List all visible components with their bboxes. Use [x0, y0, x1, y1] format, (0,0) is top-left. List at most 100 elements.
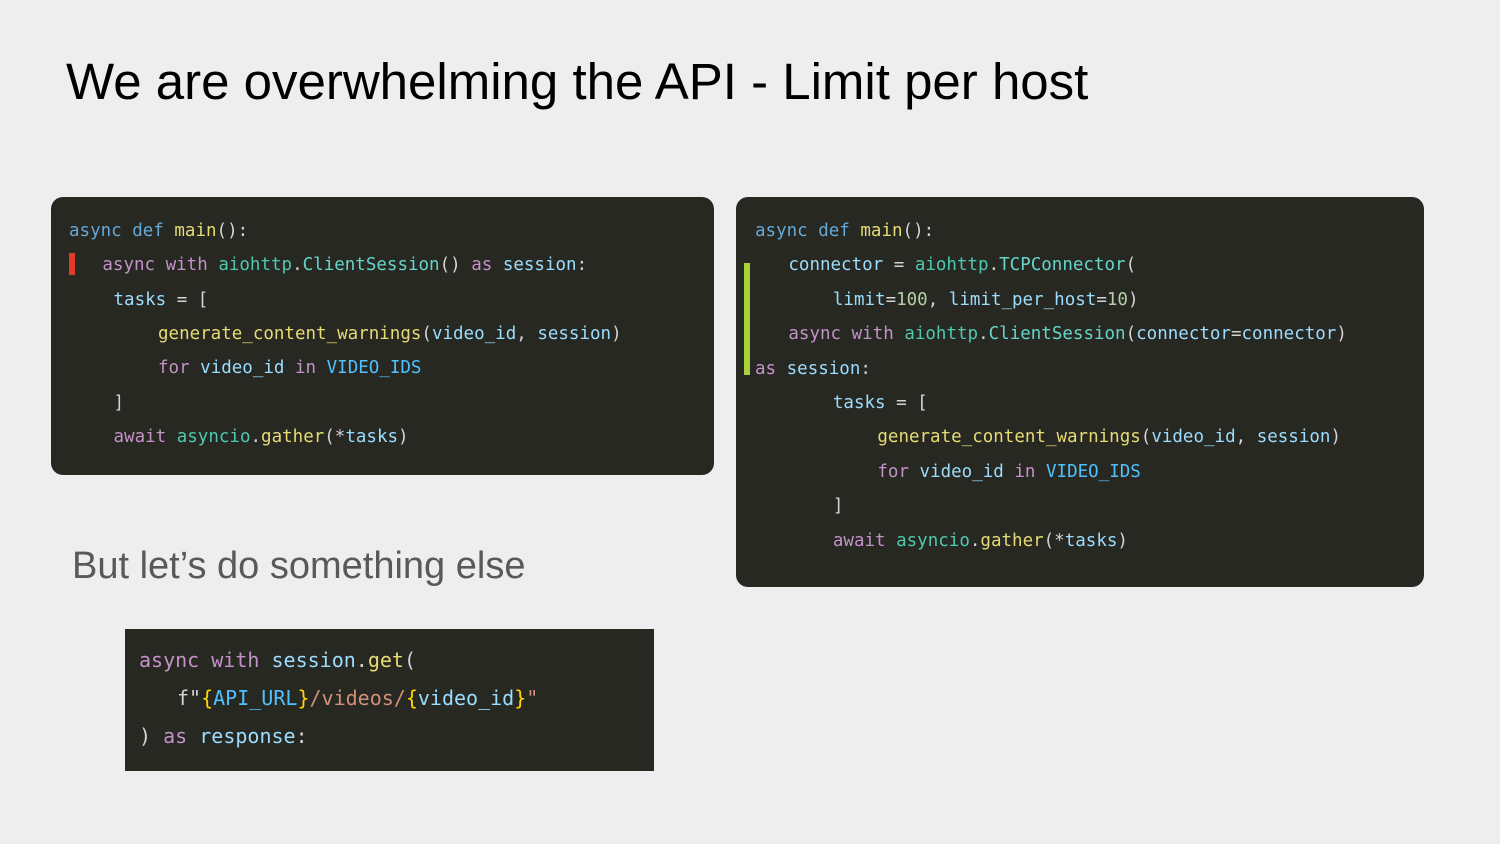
code-line: async def main():: [755, 214, 934, 248]
code-token: .: [969, 530, 981, 551]
code-token: ): [611, 323, 622, 344]
code-token: main: [174, 221, 217, 241]
code-token: ]: [113, 392, 125, 413]
subtitle: But let’s do something else: [72, 545, 526, 587]
code-token: ,: [1235, 427, 1257, 448]
code-token: [850, 221, 861, 241]
code-token: TCPConnector: [999, 255, 1126, 276]
code-token: }: [514, 685, 527, 710]
code-token: {: [201, 685, 214, 710]
code-token: ClientSession: [988, 324, 1126, 345]
code-line: generate_content_warnings(video_id, sess…: [877, 420, 1341, 454]
code-token: generate_content_warnings: [158, 323, 422, 344]
code-token: ,: [927, 289, 949, 310]
code-token: .: [250, 426, 262, 447]
code-line: connector = aiohttp.TCPConnector(: [788, 248, 1136, 282]
code-token: [155, 255, 166, 275]
code-token: :: [860, 358, 871, 379]
code-token: =: [883, 255, 915, 276]
code-token: (: [1140, 427, 1152, 448]
code-token: (: [1125, 255, 1137, 276]
code-token: f": [177, 685, 202, 710]
code-token: = [: [885, 393, 928, 413]
code-line: await asyncio.gather(*tasks): [833, 524, 1128, 558]
code-token: VIDEO_IDS: [1046, 461, 1141, 482]
code-token: connector: [788, 255, 884, 276]
code-token: }: [297, 685, 310, 710]
code-token: [1035, 462, 1046, 482]
code-token: as: [755, 358, 777, 379]
code-token: [166, 427, 177, 447]
code-token: (*: [1043, 530, 1065, 551]
code-token: limit_per_host: [948, 289, 1097, 310]
code-token: [886, 531, 897, 551]
code-token: .: [978, 324, 989, 345]
code-token: session: [1256, 427, 1331, 448]
code-token: :: [576, 255, 588, 276]
code-token: def: [818, 221, 850, 241]
code-line: async with aiohttp.ClientSession(connect…: [788, 317, 1347, 351]
code-token: ): [1127, 289, 1139, 310]
code-token: = [: [166, 289, 209, 310]
code-token: for: [158, 358, 190, 379]
code-token: as: [163, 723, 188, 748]
code-token: =: [1096, 289, 1107, 310]
code-token: video_id: [417, 685, 515, 710]
slide-title: We are overwhelming the API - Limit per …: [66, 53, 1089, 110]
code-token: with: [851, 324, 894, 345]
code-token: ): [139, 723, 164, 748]
code-token: await: [113, 426, 167, 447]
code-token: [164, 221, 175, 241]
code-line: ]: [833, 489, 844, 523]
code-token: async: [788, 324, 842, 345]
code-token: [199, 648, 211, 672]
code-token: tasks: [832, 393, 886, 413]
code-token: tasks: [113, 289, 167, 310]
code-token: [894, 324, 905, 344]
code-token: async: [102, 255, 156, 276]
code-token: as: [471, 255, 493, 276]
code-token: 10: [1106, 289, 1128, 310]
code-token: .: [988, 255, 1000, 276]
code-token: connector: [1136, 324, 1231, 345]
code-token: in: [295, 358, 317, 379]
code-line: async def main():: [69, 214, 248, 248]
code-token: (: [421, 323, 432, 344]
code-token: in: [1014, 461, 1036, 482]
code-token: ): [398, 426, 409, 447]
code-token: ]: [832, 496, 844, 517]
code-token: tasks: [1064, 530, 1118, 551]
code-token: asyncio: [896, 530, 970, 551]
code-token: with: [165, 255, 208, 276]
code-line: as session:: [755, 352, 871, 386]
code-line: async with session.get(: [139, 642, 416, 680]
code-token: [841, 324, 852, 344]
code-token: :: [295, 723, 308, 748]
code-line: generate_content_warnings(video_id, sess…: [158, 317, 622, 351]
code-line: ]: [114, 386, 125, 420]
code-token: =: [885, 289, 897, 310]
code-token: aiohttp: [904, 324, 979, 345]
code-token: limit: [832, 289, 886, 310]
code-token: ():: [216, 221, 249, 241]
code-token: [187, 724, 199, 748]
code-token: get: [367, 648, 404, 672]
code-token: response: [199, 723, 296, 748]
code-line: limit=100, limit_per_host=10): [833, 283, 1139, 317]
code-token: gather: [261, 426, 325, 447]
code-token: aiohttp: [218, 255, 293, 276]
code-block-right: async def main():connector = aiohttp.TCP…: [736, 197, 1424, 587]
code-token: [909, 462, 920, 482]
code-token: ): [1330, 427, 1342, 448]
code-token: ():: [902, 221, 935, 241]
code-block-left: async def main(): async with aiohttp. Clie…: [51, 197, 714, 475]
code-token: async: [755, 221, 808, 241]
code-token: with: [211, 648, 260, 672]
code-line: await asyncio.gather(*tasks): [114, 420, 409, 454]
code-line: for video_id in VIDEO_IDS: [877, 455, 1140, 489]
code-token: asyncio: [176, 426, 251, 447]
code-token: ClientSession: [302, 255, 440, 276]
code-token: [492, 255, 503, 275]
code-line: f"{API_URL}/videos/{video_id}": [177, 680, 538, 718]
code-token: 100: [896, 289, 928, 310]
